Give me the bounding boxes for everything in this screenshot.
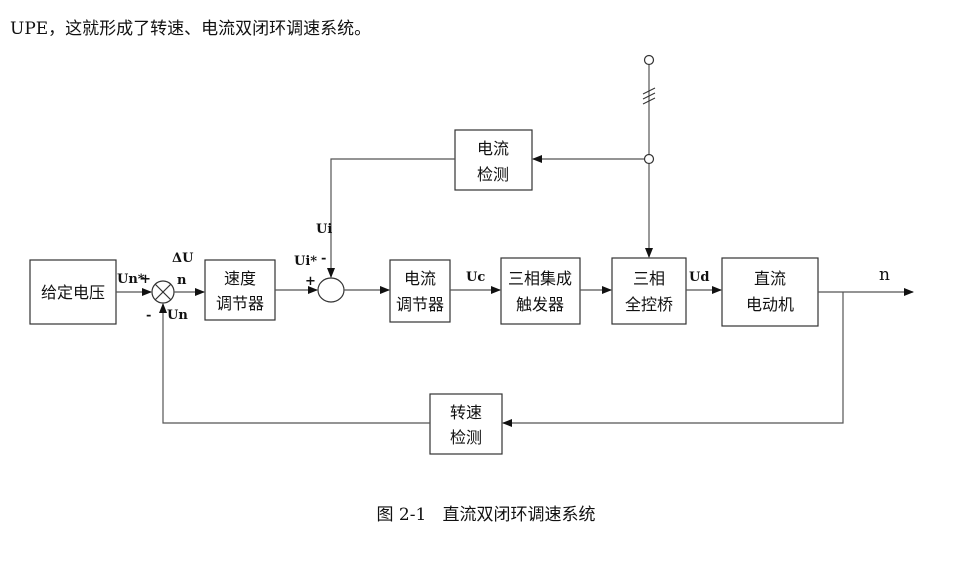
bridge-line2: 全控桥 xyxy=(625,295,673,314)
three-phase-mark xyxy=(642,87,656,105)
current-sense-node xyxy=(643,153,655,165)
label-delta-u: ΔU xyxy=(172,251,194,266)
current-detect-block xyxy=(454,129,533,191)
label-uc: Uc xyxy=(466,270,485,285)
bridge-block xyxy=(611,257,687,325)
current-detect-line2: 检测 xyxy=(477,165,509,184)
summing-junction-speed xyxy=(151,280,175,304)
speed-feedback-to-sum xyxy=(159,303,430,424)
speed-regulator-line1: 速度 xyxy=(224,269,256,288)
label-un: Un xyxy=(167,308,188,323)
label-plus-1: + xyxy=(140,272,151,287)
label-plus-2: + xyxy=(305,274,316,289)
speed-detect-line1: 转速 xyxy=(450,403,482,422)
label-n-output: n xyxy=(879,265,890,285)
motor-line2: 电动机 xyxy=(746,295,794,314)
current-regulator-block xyxy=(389,259,451,323)
label-minus-2: - xyxy=(321,251,326,266)
trigger-block xyxy=(500,257,581,325)
speed-feedback-to-detect xyxy=(502,292,844,427)
figure-caption: 图 2-1 直流双闭环调速系统 xyxy=(376,505,596,525)
speed-detect-block xyxy=(429,393,503,455)
bridge-line1: 三相 xyxy=(633,269,665,288)
given-voltage-label: 给定电压 xyxy=(41,283,105,302)
label-ui: Ui xyxy=(316,222,332,237)
motor-line1: 直流 xyxy=(754,269,786,288)
supply-terminal xyxy=(643,54,655,66)
current-detect-line1: 电流 xyxy=(477,139,509,158)
trigger-line2: 触发器 xyxy=(516,295,564,314)
speed-detect-line2: 检测 xyxy=(450,428,482,447)
label-ud: Ud xyxy=(689,270,709,285)
summing-junction-current xyxy=(317,277,345,303)
current-regulator-line2: 调节器 xyxy=(396,295,444,314)
label-ui-star: Ui* xyxy=(294,254,317,269)
speed-regulator-block xyxy=(204,259,276,321)
label-n-small: n xyxy=(177,273,187,288)
current-regulator-line1: 电流 xyxy=(404,269,436,288)
trigger-line1: 三相集成 xyxy=(508,269,572,288)
label-minus-1: - xyxy=(146,308,151,323)
current-feedback-to-sum xyxy=(327,158,455,278)
label-un-star: Un* xyxy=(117,272,145,287)
speed-regulator-line2: 调节器 xyxy=(216,294,264,313)
intro-text: UPE，这就形成了转速、电流双闭环调速系统。 xyxy=(10,19,372,39)
